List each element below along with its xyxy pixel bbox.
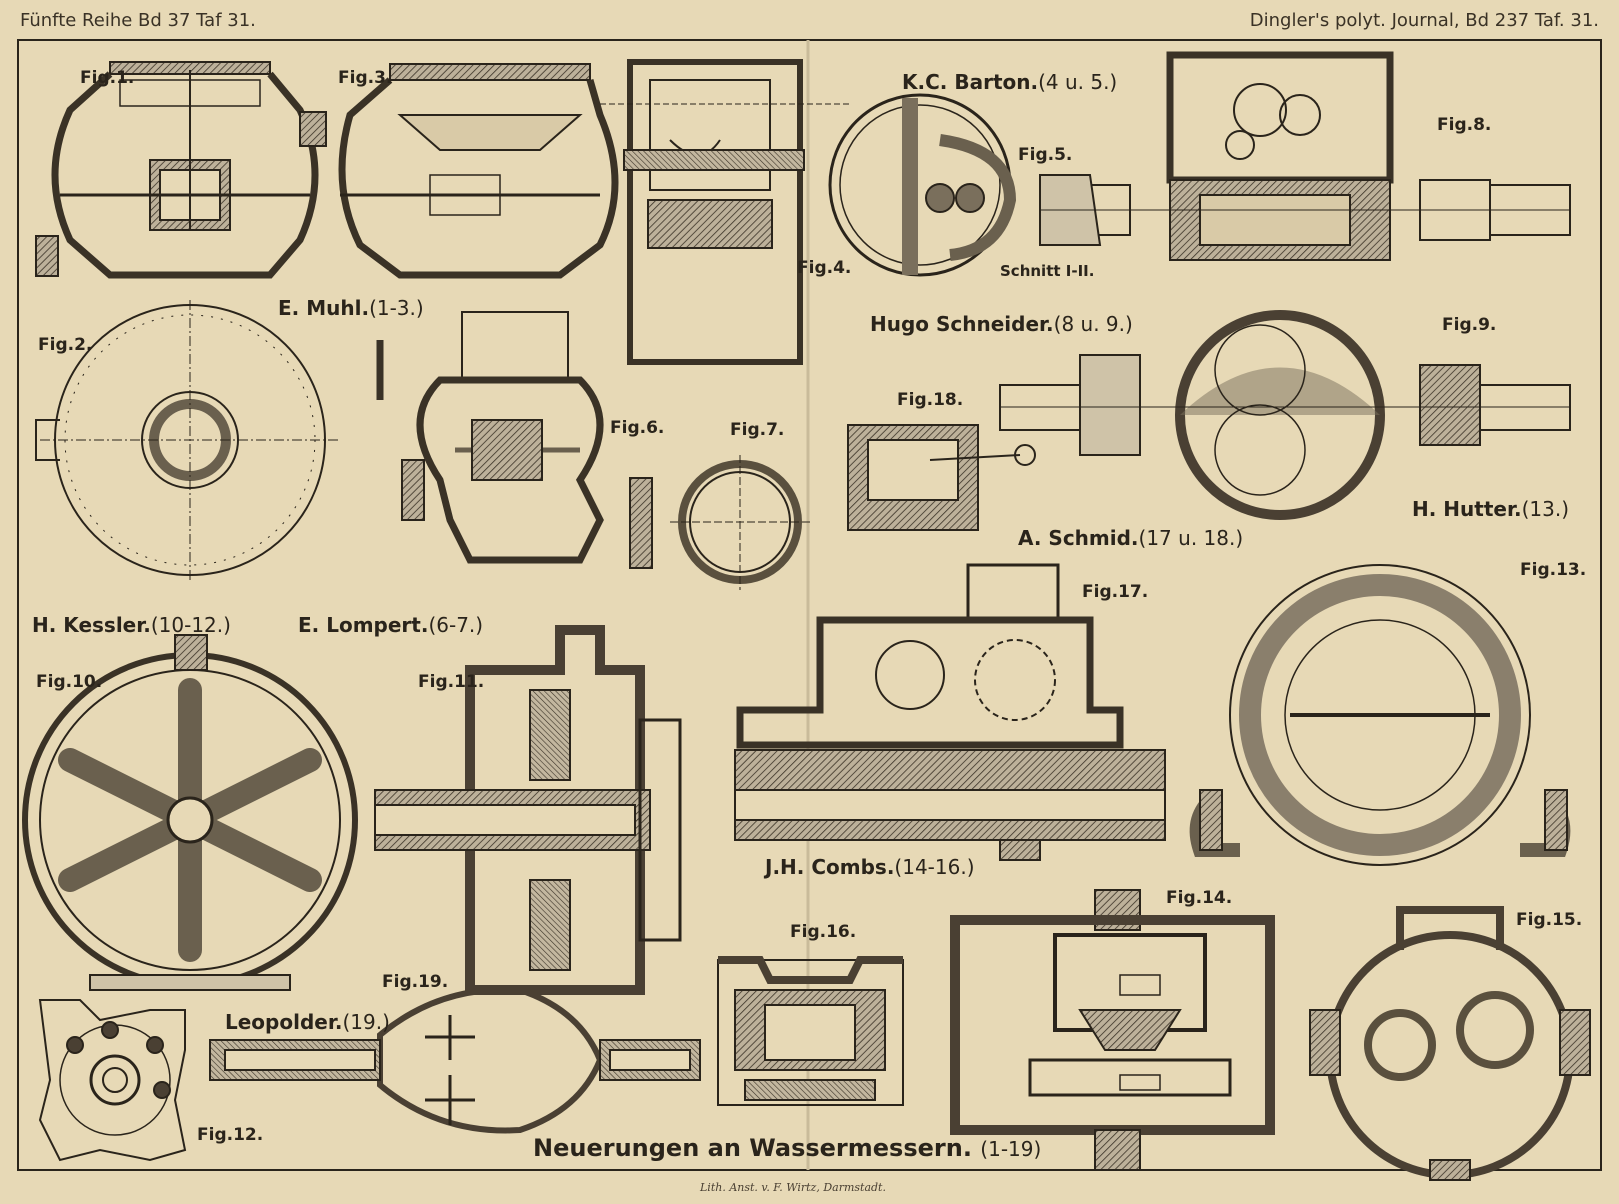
fig7-drawing: [670, 455, 810, 590]
fig5-label: Fig.5.: [1018, 145, 1073, 165]
fig4-drawing: [600, 59, 850, 365]
inventor-muhl: E. Muhl.(1-3.): [278, 296, 424, 320]
fig15-drawing: [1309, 906, 1591, 1181]
fig18-drawing: [847, 424, 1036, 531]
fig5-drawing: [828, 93, 1017, 277]
imprint: Lith. Anst. v. F. Wirtz, Darmstadt.: [700, 1181, 886, 1194]
fig2-drawing: [35, 300, 340, 580]
fig3-label: Fig.3.: [338, 68, 393, 88]
section-label: Schnitt I-II.: [1000, 262, 1095, 280]
inventor-schneider: Hugo Schneider.(8 u. 9.): [870, 312, 1133, 336]
inventor-kessler: H. Kessler.(10-12.): [32, 613, 231, 637]
fig7-label: Fig.7.: [730, 420, 785, 440]
fig13-drawing: [1189, 564, 1571, 866]
fig6-drawing: [376, 311, 653, 569]
fig9-label: Fig.9.: [1442, 315, 1497, 335]
fig8-label: Fig.8.: [1437, 115, 1492, 135]
fig13-label: Fig.13.: [1520, 560, 1587, 580]
inventor-leopolder: Leopolder.(19.): [225, 1010, 390, 1034]
fig6-label: Fig.6.: [610, 418, 665, 438]
fig11-label: Fig.11.: [418, 672, 485, 692]
fig10-label: Fig.10.: [36, 672, 103, 692]
fig19-drawing: [209, 986, 701, 1134]
fig17-label: Fig.17.: [1082, 582, 1149, 602]
inventor-lompert: E. Lompert.(6-7.): [298, 613, 484, 637]
fig12-drawing: [38, 999, 187, 1162]
plate-title: Neuerungen an Wassermessern. (1-19): [533, 1134, 1042, 1162]
fig14-drawing: [950, 889, 1275, 1171]
inventor-barton: K.C. Barton.(4 u. 5.): [902, 70, 1118, 94]
fig18-label: Fig.18.: [897, 390, 964, 410]
fig16-drawing: [717, 956, 904, 1106]
fig19-label: Fig.19.: [382, 972, 449, 992]
fig2-label: Fig.2.: [38, 335, 93, 355]
plate-header-right: Dingler's polyt. Journal, Bd 237 Taf. 31…: [1249, 10, 1599, 31]
inventor-combs: J.H. Combs.(14-16.): [765, 855, 975, 879]
fig3-drawing: [338, 63, 619, 279]
fig16-label: Fig.16.: [790, 922, 857, 942]
inventor-hutter: H. Hutter.(13.): [1412, 497, 1569, 521]
inventor-schmid: A. Schmid.(17 u. 18.): [1018, 526, 1244, 550]
fig1-drawing: [35, 61, 327, 279]
fig10-drawing: [22, 634, 358, 991]
plate-header-left: Fünfte Reihe Bd 37 Taf 31.: [20, 10, 256, 31]
fig15-label: Fig.15.: [1516, 910, 1583, 930]
fig14-label: Fig.14.: [1166, 888, 1233, 908]
fig4-label: Fig.4.: [797, 258, 852, 278]
fig17-drawing: [734, 563, 1166, 861]
fig8-drawing: [1039, 51, 1571, 261]
fig12-label: Fig.12.: [197, 1125, 264, 1145]
fig1-label: Fig.1.: [80, 68, 135, 88]
fig9-drawing: [999, 310, 1571, 520]
